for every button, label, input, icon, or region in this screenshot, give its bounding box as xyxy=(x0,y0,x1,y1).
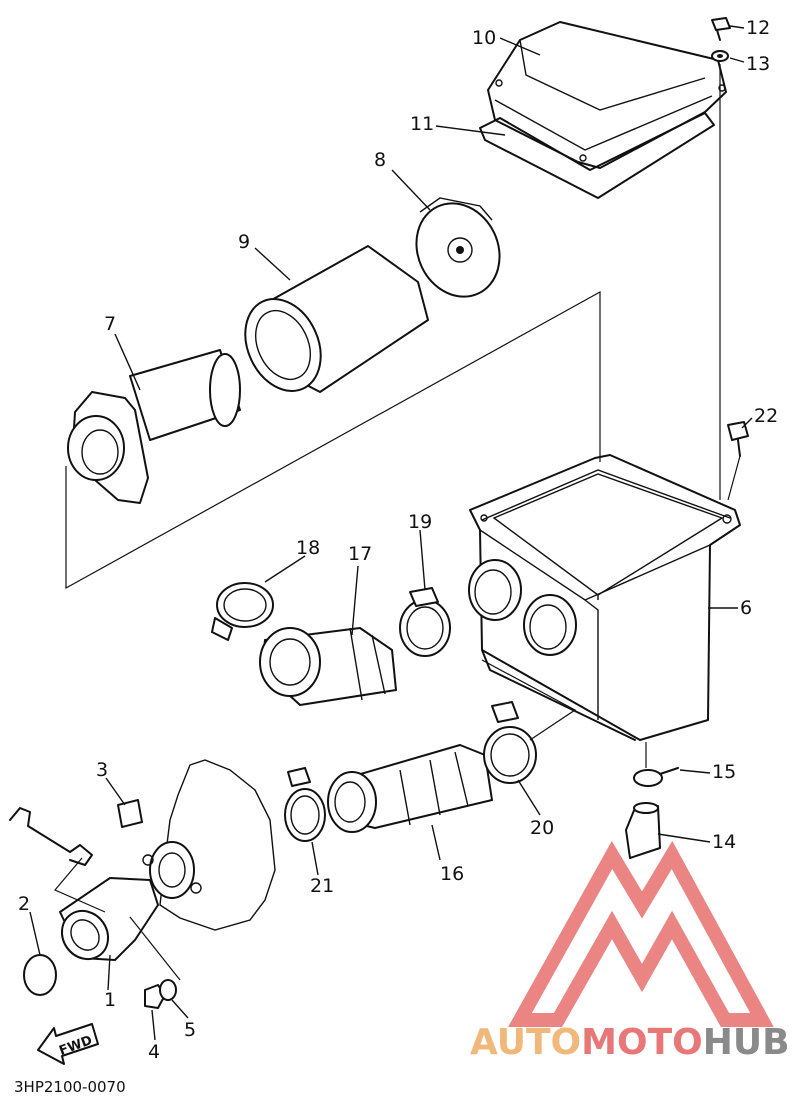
o-ring-2 xyxy=(23,954,57,996)
bracket xyxy=(9,807,93,866)
airbox-cover xyxy=(487,21,727,169)
clamp-20 xyxy=(483,701,537,784)
watermark-text: AUTOMOTOHUB xyxy=(470,1022,790,1063)
callout-17: 17 xyxy=(348,543,372,565)
drain-clip xyxy=(633,767,679,787)
callout-9: 9 xyxy=(238,231,250,253)
watermark-logo xyxy=(508,840,774,1027)
carb-joint-1 xyxy=(59,841,202,961)
callout-7: 7 xyxy=(104,313,116,335)
callout-2: 2 xyxy=(18,893,30,915)
callout-10: 10 xyxy=(472,27,496,49)
callout-12: 12 xyxy=(746,17,770,39)
callout-1: 1 xyxy=(104,989,116,1011)
callout-18: 18 xyxy=(296,537,320,559)
callout-21: 21 xyxy=(310,875,334,897)
callout-22: 22 xyxy=(754,405,778,427)
cover-gasket xyxy=(479,112,715,199)
drain-cap xyxy=(625,802,661,859)
intake-hose-16 xyxy=(327,744,493,833)
callout-11: 11 xyxy=(410,113,434,135)
svg-text:AUTOMOTOHUB: AUTOMOTOHUB xyxy=(470,1022,790,1063)
callout-numbers: 10 12 13 11 8 9 7 22 19 18 17 6 3 15 20 … xyxy=(18,17,778,1063)
callout-6: 6 xyxy=(740,597,752,619)
callout-8: 8 xyxy=(374,149,386,171)
callout-16: 16 xyxy=(440,863,464,885)
callout-3: 3 xyxy=(96,759,108,781)
clamp-21 xyxy=(284,767,326,842)
cover-washer xyxy=(711,50,729,62)
watermark-hub: HUB xyxy=(703,1022,790,1063)
clamp-18 xyxy=(211,582,274,641)
callout-15: 15 xyxy=(712,761,736,783)
washer-5 xyxy=(159,979,177,1001)
watermark-moto: MOTO xyxy=(581,1022,703,1063)
engine-outline xyxy=(159,759,276,931)
clamp-19 xyxy=(399,587,451,657)
airbox-bolt xyxy=(727,421,749,457)
filter-guide xyxy=(67,349,241,504)
callout-19: 19 xyxy=(408,511,432,533)
bolt-3 xyxy=(117,799,143,828)
callout-5: 5 xyxy=(184,1019,196,1041)
diagram-code: 3HP2100-0070 xyxy=(14,1078,126,1096)
cover-bolt xyxy=(711,17,731,41)
intake-duct-17 xyxy=(259,627,397,706)
callout-4: 4 xyxy=(148,1041,160,1063)
watermark-auto: AUTO xyxy=(470,1022,581,1063)
callout-20: 20 xyxy=(530,817,554,839)
forward-arrow-icon: FWD xyxy=(37,1023,99,1065)
leader-lines xyxy=(29,25,753,1041)
airbox-case xyxy=(468,454,741,741)
air-filter-element xyxy=(244,245,429,393)
filter-cap xyxy=(415,197,501,298)
callout-13: 13 xyxy=(746,53,770,75)
callout-14: 14 xyxy=(712,831,736,853)
